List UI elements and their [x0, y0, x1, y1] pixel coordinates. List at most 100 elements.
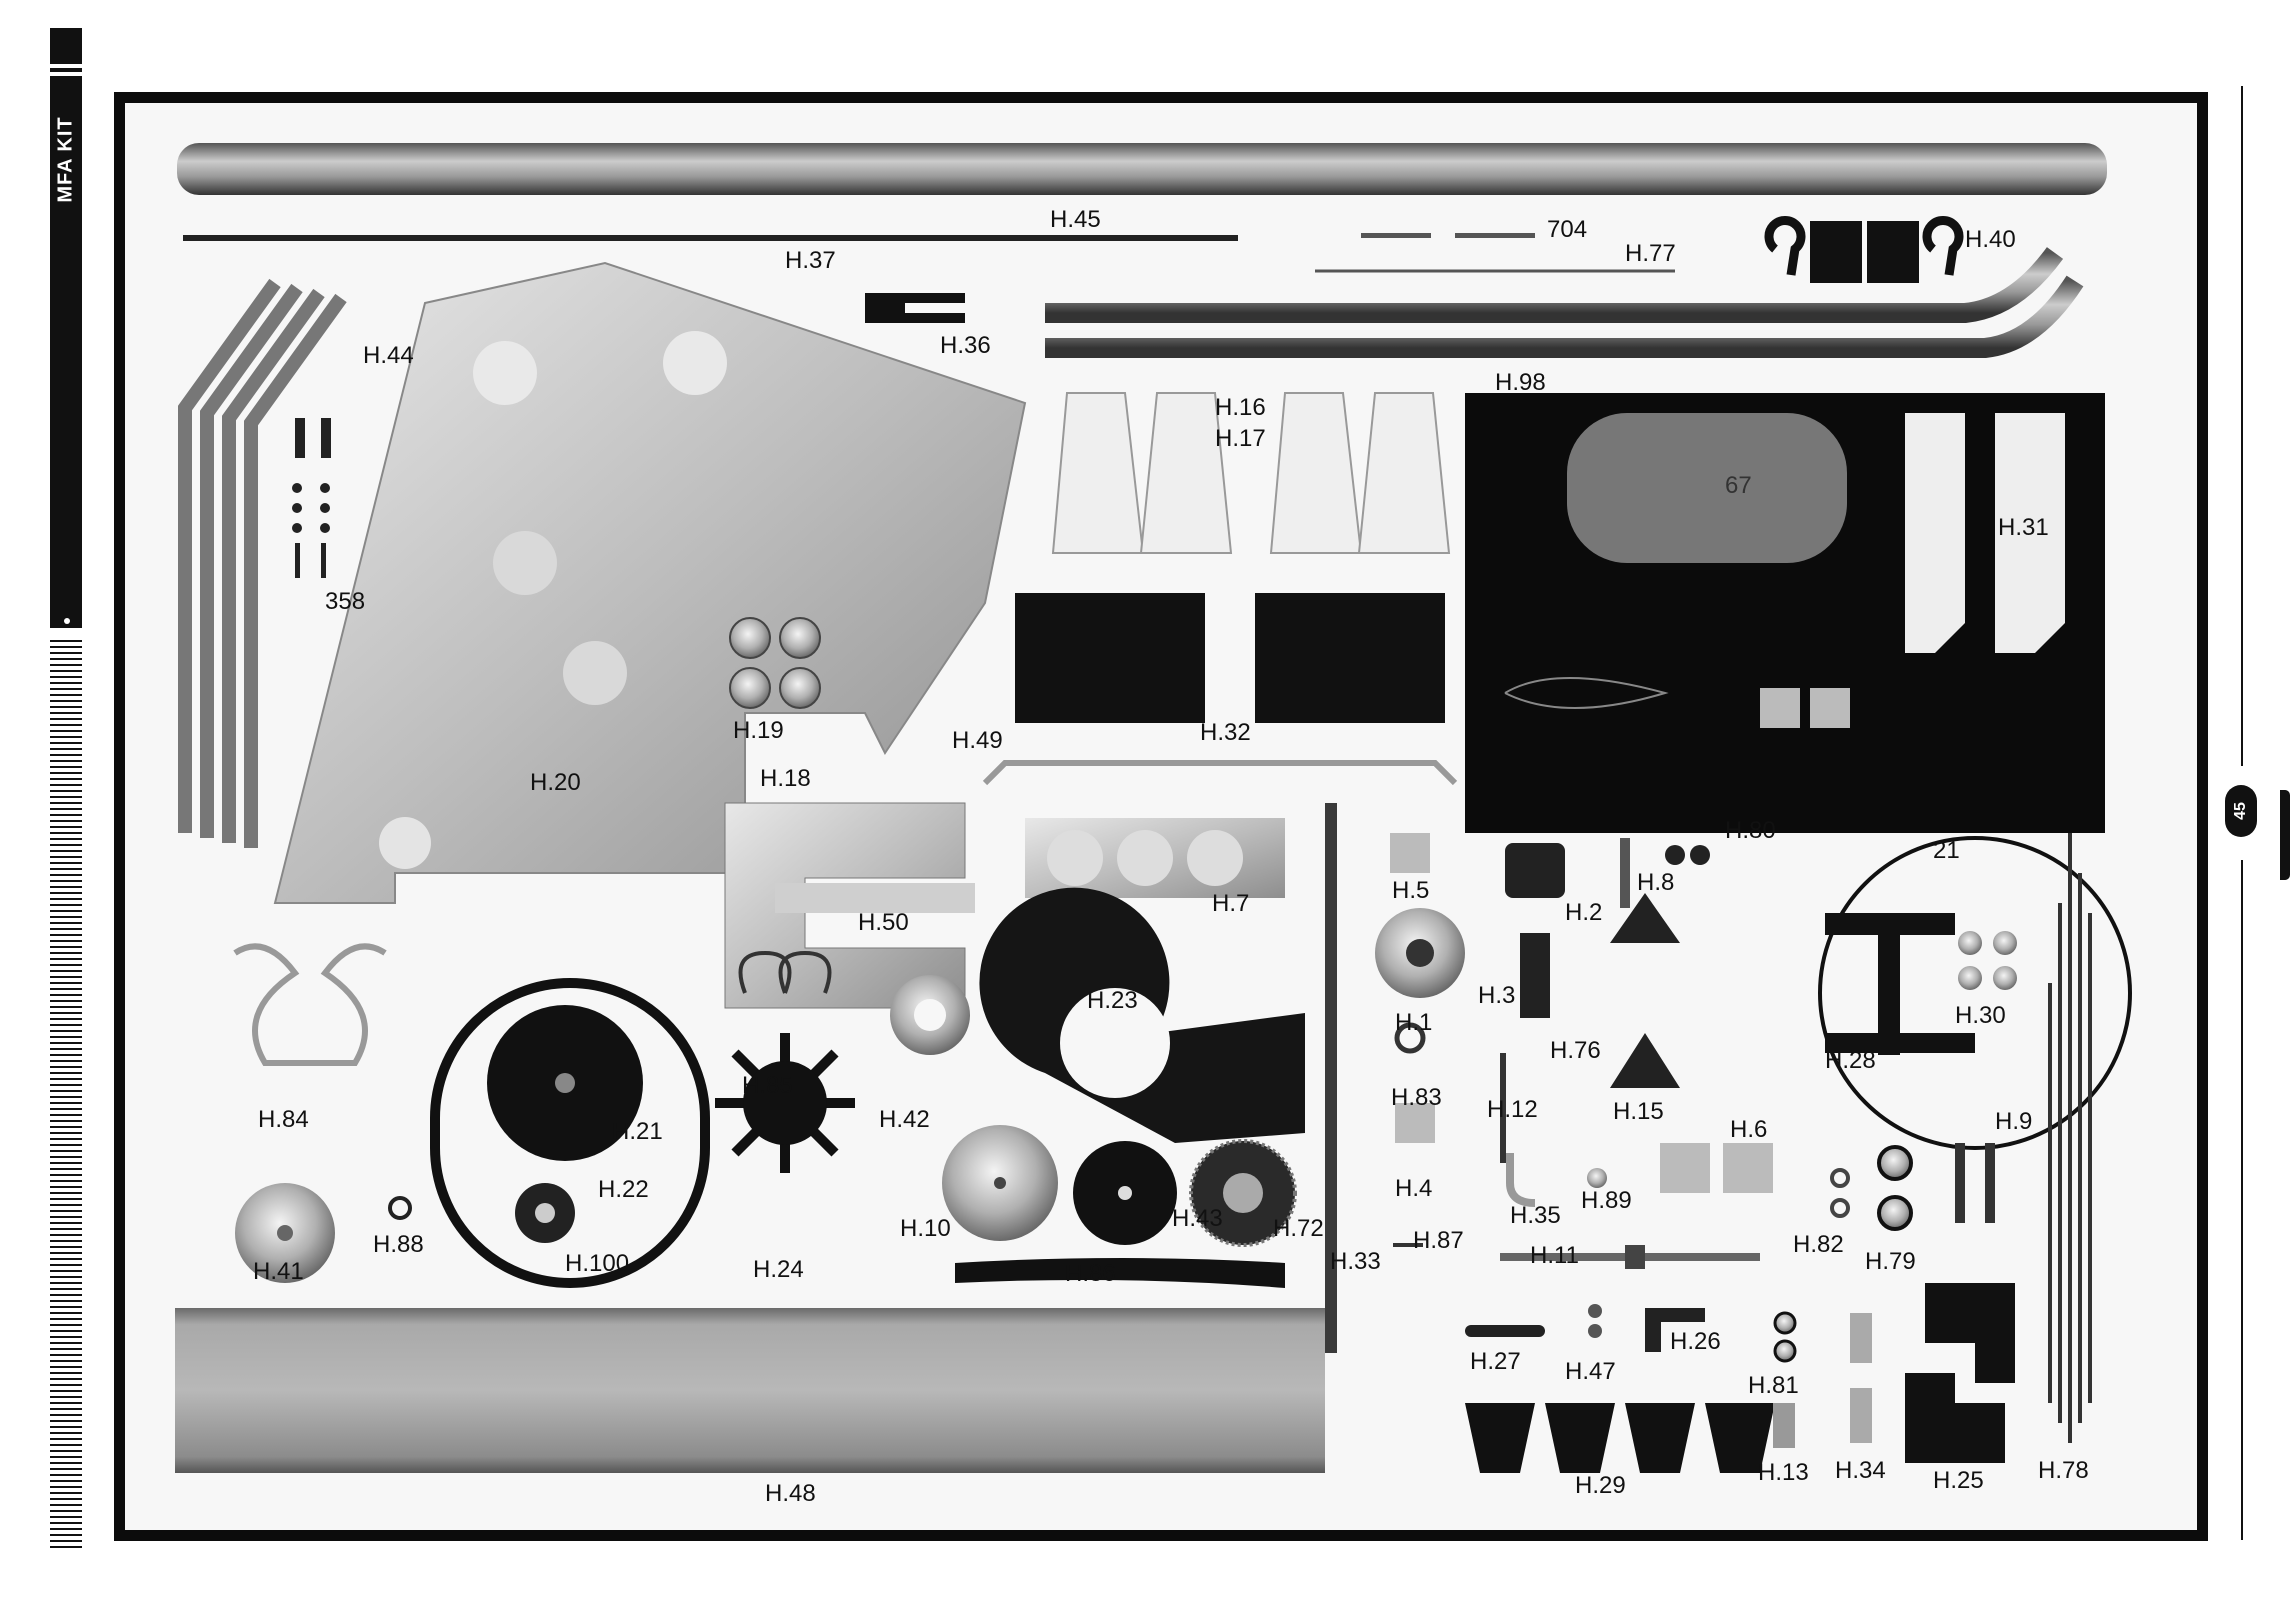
- part-h34-a: [1850, 1313, 1872, 1363]
- label-h47: H.47: [1565, 1358, 1616, 1385]
- label-h89: H.89: [1581, 1187, 1632, 1214]
- right-edge-tab: [2280, 790, 2290, 880]
- side-tab-title: MFA KIT: [54, 116, 77, 203]
- part-h48-bar: [175, 1308, 1325, 1473]
- side-tick-ruler: [50, 640, 82, 1550]
- label-h4: H.4: [1395, 1175, 1432, 1202]
- label-h79: H.79: [1865, 1248, 1916, 1275]
- part-h100-belt: [430, 978, 710, 1288]
- part-h33-rod: [1325, 803, 1337, 1353]
- label-h36: H.36: [940, 332, 991, 359]
- label-h41: H.41: [253, 1258, 304, 1285]
- label-h77: H.77: [1625, 240, 1676, 267]
- label-h48: H.48: [765, 1480, 816, 1507]
- label-h28: H.28: [1825, 1047, 1876, 1074]
- label-h34: H.34: [1835, 1457, 1886, 1484]
- part-h80-a: [1665, 845, 1685, 865]
- label-h27: H.27: [1470, 1348, 1521, 1375]
- part-h85-loops: [738, 950, 832, 994]
- part-h84-clip: [233, 943, 387, 1066]
- part-h28: [1825, 913, 1955, 1055]
- part-h34-b: [1850, 1388, 1872, 1443]
- label-h10: H.10: [900, 1215, 951, 1242]
- tab-divider: [50, 64, 82, 68]
- label-h6: H.6: [1730, 1116, 1767, 1143]
- label-h43: H.43: [1172, 1205, 1223, 1232]
- label-h31: H.31: [1998, 514, 2049, 541]
- part-h98-tube2: [1045, 275, 2084, 358]
- part-h20-plate: [273, 261, 1027, 904]
- label-h45: H.45: [1050, 206, 1101, 233]
- part-h44-rails: [178, 278, 347, 848]
- side-tab: MFA KIT: [50, 28, 82, 628]
- part-h45-tube: [177, 143, 2107, 195]
- label-h88: H.88: [373, 1231, 424, 1258]
- part-h83-ring: [1394, 1022, 1426, 1054]
- label-h49: H.49: [952, 727, 1003, 754]
- part-h6-a: [1660, 1143, 1710, 1193]
- parts-photo: H.45 H.37 704 H.77 H.40 H.44 H.36 H.98 H…: [125, 103, 2197, 1530]
- label-h25: H.25: [1933, 1467, 1984, 1494]
- part-h89: [1587, 1168, 1607, 1188]
- part-h13: [1773, 1403, 1795, 1448]
- label-h18: H.18: [760, 765, 811, 792]
- part-h81: [1773, 1311, 1797, 1363]
- part-h29-fins: [1465, 1403, 1775, 1473]
- label-h84: H.84: [258, 1106, 309, 1133]
- label-h7: H.7: [1212, 890, 1249, 917]
- part-h31-strips: [1905, 413, 2065, 653]
- label-h8: H.8: [1637, 869, 1674, 896]
- label-h87: H.87: [1413, 1227, 1464, 1254]
- part-h16-h17-brackets: [1051, 392, 1451, 554]
- label-h15: H.15: [1613, 1098, 1664, 1125]
- label-h23: H.23: [1087, 987, 1138, 1014]
- part-h87: [1393, 1243, 1423, 1247]
- part-704: [1361, 233, 1431, 238]
- label-h13: H.13: [1758, 1459, 1809, 1486]
- label-h19: H.19: [733, 717, 784, 744]
- label-21: 21: [1933, 837, 1960, 864]
- part-h32-block2: [1255, 593, 1445, 723]
- part-h9-screw2: [1985, 1143, 1995, 1223]
- label-h22: H.22: [598, 1176, 649, 1203]
- label-h17: H.17: [1215, 425, 1266, 452]
- label-h81: H.81: [1748, 1372, 1799, 1399]
- label-h82: H.82: [1793, 1231, 1844, 1258]
- side-tab-dot: [64, 618, 70, 624]
- label-704: 704: [1547, 216, 1587, 243]
- label-358: 358: [325, 588, 365, 615]
- part-h98-tube1: [1045, 247, 2064, 323]
- label-h5: H.5: [1392, 877, 1429, 904]
- page-number-badge: 45: [2225, 785, 2257, 837]
- part-h3: [1520, 933, 1550, 1018]
- page-number: 45: [2231, 802, 2249, 820]
- label-h32: H.32: [1200, 719, 1251, 746]
- label-h72: H.72: [1273, 1215, 1324, 1242]
- label-h40: H.40: [1965, 226, 2016, 253]
- part-h86-strip: [955, 1258, 1285, 1288]
- part-h82-washers: [1830, 1168, 1850, 1218]
- part-h12: [1500, 1053, 1506, 1163]
- label-h100: H.100: [565, 1250, 629, 1277]
- part-h5: [1390, 833, 1430, 873]
- label-h3: H.3: [1478, 982, 1515, 1009]
- part-h37-rod: [183, 235, 1238, 241]
- label-h86: H.86: [1065, 1260, 1116, 1287]
- label-67: 67: [1725, 472, 1752, 499]
- part-h9-screw1: [1955, 1143, 1965, 1223]
- part-h40-clips: [1764, 216, 1964, 283]
- label-h42: H.42: [879, 1106, 930, 1133]
- part-h88-gear: [388, 1196, 412, 1220]
- label-h1: H.1: [1395, 1009, 1432, 1036]
- part-704b: [1455, 233, 1535, 238]
- part-h2: [1505, 843, 1565, 898]
- label-h37: H.37: [785, 247, 836, 274]
- part-h19-eyelets: [729, 617, 821, 709]
- part-h6-b: [1723, 1143, 1773, 1193]
- part-h8: [1620, 838, 1630, 908]
- label-h44: H.44: [363, 342, 414, 369]
- label-h98: H.98: [1495, 369, 1546, 396]
- label-h21: H.21: [612, 1118, 663, 1145]
- label-h26: H.26: [1670, 1328, 1721, 1355]
- label-h2: H.2: [1565, 899, 1602, 926]
